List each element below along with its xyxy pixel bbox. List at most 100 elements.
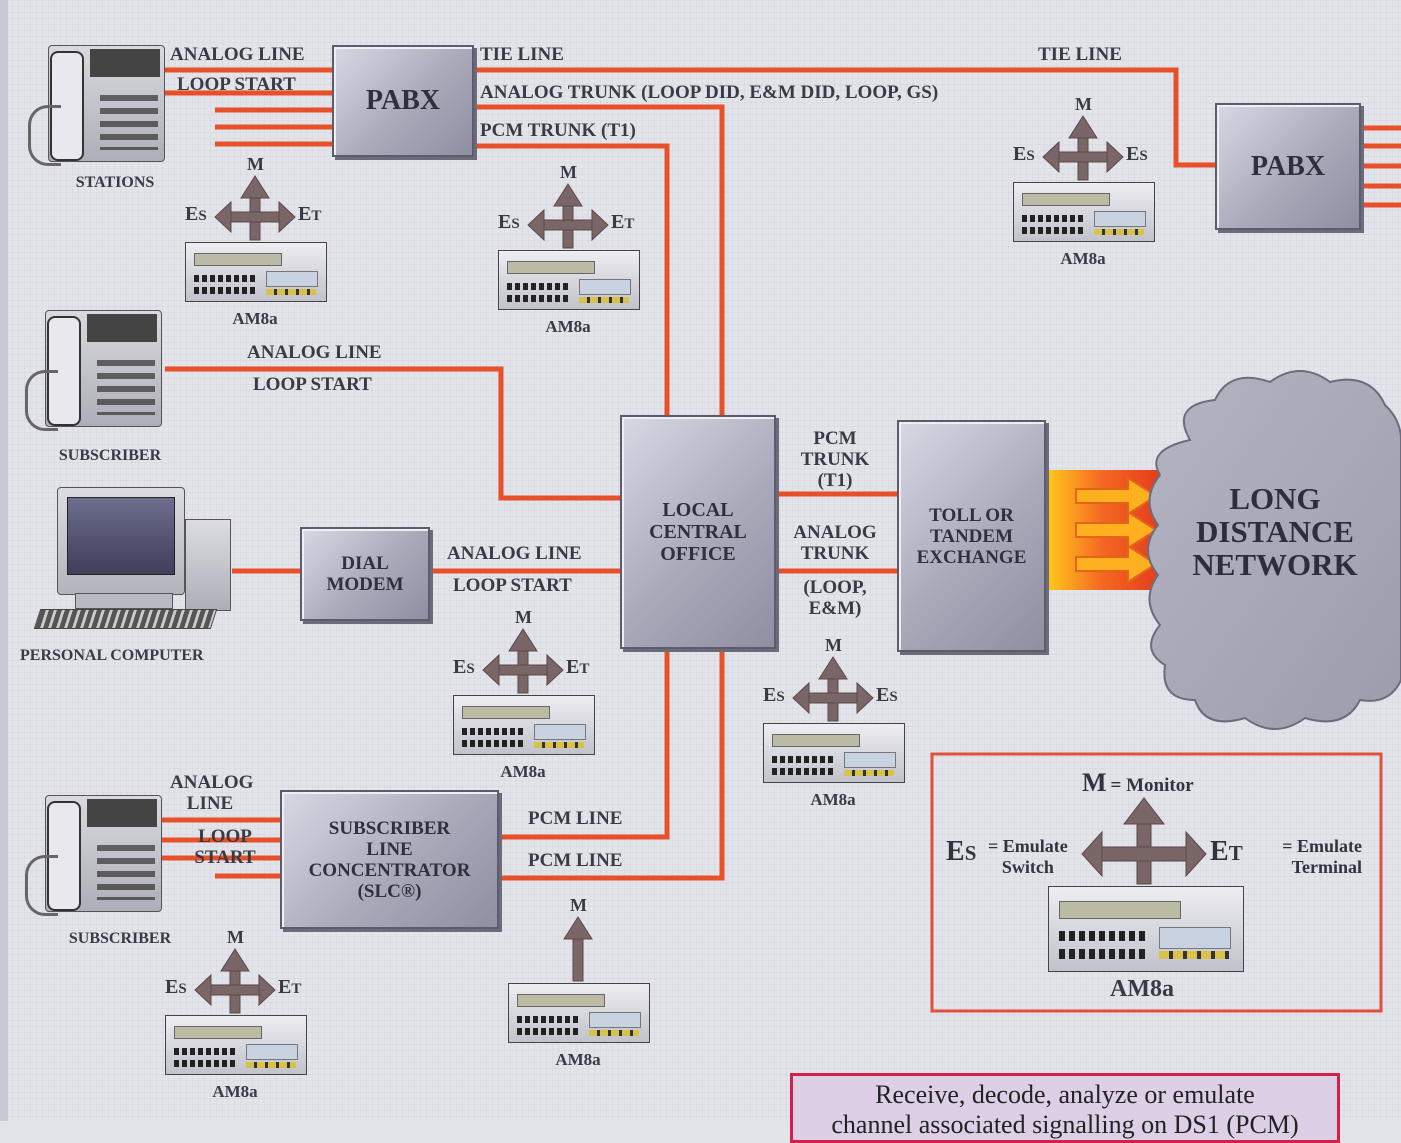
am8a-pabx-left-panel bbox=[266, 271, 318, 287]
pc-keyboard bbox=[33, 609, 218, 629]
am8a-modem-line-m-label: M bbox=[515, 607, 532, 627]
am8a-pcm-trunk-left-label: ES bbox=[498, 211, 520, 233]
label-analog-line-sub1: ANALOG LINE bbox=[247, 342, 382, 363]
am8a-toll-trunk-keys2 bbox=[772, 768, 836, 775]
label-analog-trunk-top: ANALOG TRUNK (LOOP DID, E&M DID, LOOP, G… bbox=[480, 82, 939, 103]
lco-line-1: LOCAL bbox=[662, 499, 734, 521]
am8a-slc-subscriber-device bbox=[165, 1015, 307, 1075]
stations-phone bbox=[28, 45, 165, 166]
analog-trunk-mid-4: E&M) bbox=[808, 598, 862, 619]
am8a-slc-subscriber-keys bbox=[174, 1048, 238, 1055]
subscriber-phone-2 bbox=[25, 795, 162, 916]
note-line-2: channel associated signalling on DS1 (PC… bbox=[831, 1110, 1299, 1139]
label-loop-start-sub1: LOOP START bbox=[253, 374, 372, 395]
am8a-slc-subscriber-m-label: M bbox=[227, 927, 244, 947]
am8a-tie-line-keys2 bbox=[1022, 227, 1086, 234]
line-subscriber-1 bbox=[165, 366, 620, 501]
am8a-tie-line-ports bbox=[1094, 229, 1144, 235]
am8a-slc-subscriber-display bbox=[174, 1026, 262, 1039]
legend-m-text: = Monitor bbox=[1110, 775, 1194, 796]
am8a-toll-trunk-display bbox=[772, 734, 860, 747]
subscriber-phone-1 bbox=[25, 310, 162, 431]
pabx-left-box: PABX bbox=[332, 45, 474, 157]
am8a-toll-trunk-label: AM8a bbox=[810, 790, 856, 809]
am8a-pabx-left-right-label: ET bbox=[298, 203, 322, 225]
label-pcm-line-2: PCM LINE bbox=[528, 850, 623, 871]
legend-m: M bbox=[1082, 768, 1107, 797]
phone-cord bbox=[25, 855, 58, 916]
am8a-pcm-line-m-label: M bbox=[570, 895, 587, 915]
legend-device-display bbox=[1059, 901, 1181, 919]
label-pcm-trunk-mid: PCM TRUNK (T1) bbox=[790, 428, 880, 491]
am8a-modem-line-panel bbox=[534, 724, 586, 740]
am8a-pcm-line-label: AM8a bbox=[555, 1050, 601, 1069]
slc-line-4: (SLC®) bbox=[357, 880, 422, 902]
am8a-tie-line-label: AM8a bbox=[1060, 249, 1106, 268]
phone-cord bbox=[25, 370, 58, 431]
am8a-modem-line-device bbox=[453, 695, 595, 755]
am8a-pabx-left-left-label: ES bbox=[185, 203, 207, 225]
flare-band bbox=[1042, 470, 1160, 590]
am8a-toll-trunk-arrows bbox=[792, 656, 874, 722]
am8a-slc-subscriber-left-label: ES bbox=[165, 976, 187, 998]
slc-line-2: LINE bbox=[366, 838, 413, 860]
am8a-toll-trunk-left-label: ES bbox=[763, 684, 785, 706]
network-line-2: DISTANCE bbox=[1196, 514, 1354, 549]
pcm-trunk-mid-1: PCM bbox=[813, 428, 857, 449]
phone-keypad bbox=[100, 95, 158, 150]
legend-device-ports bbox=[1159, 951, 1229, 959]
label-analog-line-sub2: ANALOG LINE bbox=[170, 772, 253, 814]
am8a-pabx-left-display bbox=[194, 253, 282, 266]
am8a-pcm-trunk-arrows bbox=[527, 183, 609, 249]
am8a-tie-line-arrows bbox=[1042, 115, 1124, 181]
legend-et-e: E bbox=[1210, 836, 1229, 867]
legend-es-text: = Emulate Switch bbox=[988, 836, 1068, 878]
phone-display bbox=[90, 49, 160, 77]
am8a-slc-subscriber-keys2 bbox=[174, 1060, 238, 1067]
legend-et-text-1: = Emulate bbox=[1282, 836, 1362, 856]
pc-screen bbox=[67, 497, 175, 575]
legend-es-text-1: = Emulate bbox=[988, 836, 1068, 856]
am8a-pcm-line-arrows bbox=[563, 916, 593, 982]
am8a-tie-line-device bbox=[1013, 182, 1155, 242]
am8a-pcm-line-device bbox=[508, 983, 650, 1043]
modem-label: DIAL MODEM bbox=[326, 553, 403, 595]
label-loop-start-sub2: LOOP START bbox=[188, 826, 262, 868]
label-analog-trunk-mid-sub: (LOOP, E&M) bbox=[780, 577, 890, 619]
toll-line-3: EXCHANGE bbox=[916, 546, 1027, 568]
am8a-slc-subscriber-panel bbox=[246, 1044, 298, 1060]
local-central-office-box: LOCAL CENTRAL OFFICE bbox=[620, 415, 776, 649]
dial-modem-box: DIAL MODEM bbox=[300, 527, 430, 621]
slc-label: SUBSCRIBER LINE CONCENTRATOR (SLC®) bbox=[309, 818, 471, 902]
am8a-pcm-line-keys bbox=[517, 1016, 581, 1023]
am8a-modem-line-display bbox=[462, 706, 550, 719]
am8a-pabx-left-arrows bbox=[214, 175, 296, 241]
am8a-pabx-left-device bbox=[185, 242, 327, 302]
toll-exchange-box: TOLL OR TANDEM EXCHANGE bbox=[897, 420, 1046, 652]
modem-line-2: MODEM bbox=[326, 574, 404, 595]
label-analog-line-modem: ANALOG LINE bbox=[447, 543, 582, 564]
label-pcm-line-1: PCM LINE bbox=[528, 808, 623, 829]
legend-et: ET bbox=[1210, 836, 1243, 868]
am8a-tie-line-left-label: ES bbox=[1013, 143, 1035, 165]
label-analog-trunk-mid: ANALOG TRUNK bbox=[780, 522, 890, 564]
am8a-modem-line-keys2 bbox=[462, 740, 526, 747]
legend-device-keys bbox=[1059, 931, 1149, 941]
am8a-pcm-trunk-display bbox=[507, 261, 595, 274]
am8a-modem-line-right-label: ET bbox=[566, 656, 590, 678]
flare-arrows bbox=[1075, 476, 1158, 584]
am8a-modem-line-arrows bbox=[482, 628, 564, 694]
am8a-toll-trunk-ports bbox=[844, 770, 894, 776]
legend-arrows bbox=[1081, 797, 1207, 885]
network-line-1: LONG bbox=[1229, 481, 1321, 516]
toll-line-1: TOLL OR bbox=[929, 504, 1014, 526]
am8a-pcm-line-keys2 bbox=[517, 1028, 581, 1035]
am8a-pcm-line-ports bbox=[589, 1030, 639, 1036]
am8a-toll-trunk-right-label: ES bbox=[876, 684, 898, 706]
modem-line-1: DIAL bbox=[341, 553, 389, 574]
am8a-toll-trunk-device bbox=[763, 723, 905, 783]
am8a-toll-trunk-m-label: M bbox=[825, 635, 842, 655]
pc-tower bbox=[185, 519, 231, 611]
analog-line-sub2-2: LINE bbox=[186, 793, 234, 814]
